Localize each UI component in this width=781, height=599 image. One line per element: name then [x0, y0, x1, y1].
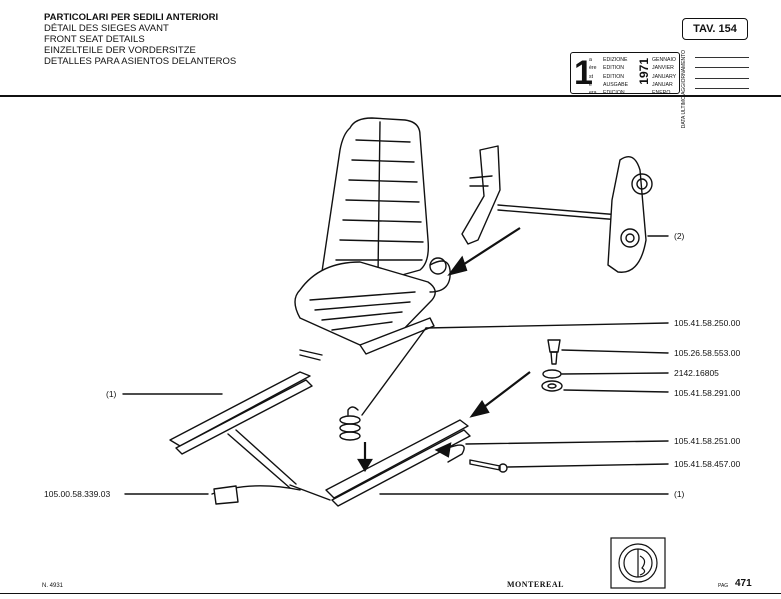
callout-1-left: (1) — [106, 389, 117, 399]
callout-2142-16805: 2142.16805 — [674, 368, 719, 378]
title-italian: PARTICOLARI PER SEDILI ANTERIORI — [44, 12, 219, 23]
edition-label: EDITION — [603, 73, 625, 80]
edition-box: 1 a ère st e era EDIZIONE EDITION EDITIO… — [570, 52, 680, 97]
edition-month: GENNAIO — [652, 57, 676, 63]
clip-pin-illustration — [447, 440, 669, 473]
edition-month: JANVIER — [652, 65, 674, 72]
edition-month: JANUAR — [652, 81, 673, 88]
table-number-badge: TAV. 154 — [682, 18, 748, 40]
recliner-mechanism-illustration — [461, 145, 669, 273]
edition-label: EDIZIONE — [603, 57, 628, 63]
title-french: DÉTAIL DES SIEGES AVANT — [44, 23, 169, 34]
page-number: 471 — [735, 578, 752, 589]
page-label: PAG — [718, 583, 729, 589]
edition-label-list: EDIZIONE EDITION EDITION AUSGABE EDICION — [603, 56, 628, 97]
title-block: PARTICOLARI PER SEDILI ANTERIORI DÉTAIL … — [44, 12, 236, 67]
update-line — [695, 88, 749, 89]
header-rule — [0, 95, 781, 97]
brand-logo-illustration — [610, 537, 666, 589]
edition-number: 1 — [574, 54, 593, 92]
left-slide-rail-illustration — [122, 371, 313, 489]
callout-105-00-58-339-03: 105.00.58.339.03 — [44, 489, 111, 499]
title-english: FRONT SEAT DETAILS — [44, 34, 145, 45]
screw-washer-illustration — [541, 339, 669, 393]
callout-105-41-58-457-00: 105.41.58.457.00 — [674, 459, 741, 469]
edition-ordinal: st — [589, 73, 594, 80]
right-slide-rail-illustration — [124, 419, 669, 507]
edition-ordinal: era — [589, 90, 597, 97]
edition-month: ENERO — [652, 90, 671, 97]
edition-month-list: GENNAIO JANVIER JANUARY JANUAR ENERO — [652, 56, 676, 97]
update-line — [695, 67, 749, 68]
footer-rule — [0, 593, 781, 594]
callout-2: (2) — [674, 231, 685, 241]
document-number: N. 4931 — [42, 583, 64, 589]
edition-ordinal: a — [589, 57, 592, 63]
callout-105-26-58-553-00: 105.26.58.553.00 — [674, 348, 741, 358]
callout-105-41-58-250-00: 105.41.58.250.00 — [674, 318, 741, 328]
edition-month: JANUARY — [652, 73, 677, 80]
edition-label: EDICION — [603, 90, 625, 97]
title-spanish: DETALLES PARA ASIENTOS DELANTEROS — [44, 56, 237, 67]
spring-illustration — [339, 322, 669, 441]
edition-ordinal-list: a ère st e era — [589, 56, 597, 97]
edition-ordinal: ère — [589, 65, 597, 72]
callout-105-41-58-251-00: 105.41.58.251.00 — [674, 436, 741, 446]
update-line — [695, 78, 749, 79]
edition-ordinal: e — [589, 81, 592, 88]
callout-105-41-58-291-00: 105.41.58.291.00 — [674, 388, 741, 398]
edition-label: AUSGABE — [603, 81, 629, 88]
seat-assembly-illustration — [294, 117, 451, 361]
update-line — [695, 57, 749, 58]
edition-label: EDITION — [603, 65, 625, 72]
brand-wordmark: MONTEREAL — [507, 580, 564, 589]
callout-1-right: (1) — [674, 489, 685, 499]
title-german: EINZELTEILE DER VORDERSITZE — [44, 45, 196, 56]
